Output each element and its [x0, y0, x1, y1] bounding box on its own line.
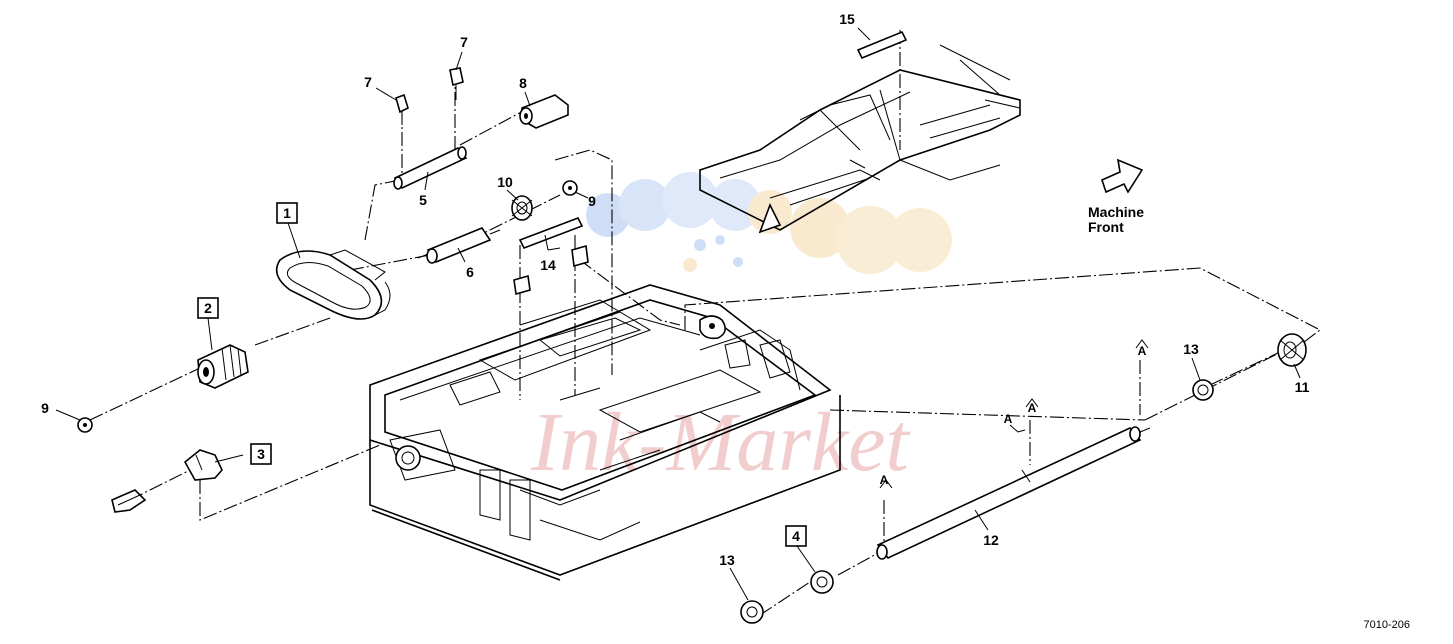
callout-leaders [55, 27, 1301, 601]
clip-part-9a [77, 417, 93, 433]
callout-a-3: A [1028, 401, 1037, 415]
callout-a-1: A [880, 473, 889, 487]
roller-part-12 [876, 426, 1151, 560]
watermark-text: Ink-Market [530, 396, 911, 489]
shaft-part-14 [513, 216, 589, 296]
callout-14: 14 [540, 257, 556, 273]
callout-a-4: A [1138, 344, 1147, 358]
bushing-part-13b [1192, 379, 1214, 401]
callout-7a: 7 [364, 74, 372, 90]
callout-9b: 9 [588, 193, 596, 209]
bearing-part-8 [519, 94, 569, 129]
figure-reference: 7010-206 [1364, 619, 1411, 631]
pulley-part-2 [197, 344, 249, 389]
callout-2: 2 [204, 300, 212, 316]
boxed-callouts [197, 202, 807, 547]
machine-front-line2: Front [1088, 219, 1124, 235]
machine-front-indicator: Machine Front [1088, 158, 1144, 235]
gear-part-10 [511, 195, 533, 221]
roller-part-6 [417, 227, 501, 264]
callout-12: 12 [983, 532, 999, 548]
callout-labels: 1 2 3 4 5 6 7 7 8 9 9 10 11 12 13 13 14 … [41, 11, 1310, 568]
chassis-frame [369, 284, 841, 581]
clip-part-9b [562, 180, 578, 196]
callout-3: 3 [257, 446, 265, 462]
callout-9a: 9 [41, 400, 49, 416]
bushing-part-4 [810, 570, 834, 594]
direction-arrow-icon [1101, 158, 1144, 194]
shaft-part-5 [393, 146, 468, 190]
callout-10: 10 [497, 174, 513, 190]
callout-6: 6 [466, 264, 474, 280]
parts [77, 30, 1307, 624]
callout-a-2: A [1004, 412, 1013, 426]
callout-5: 5 [419, 192, 427, 208]
upper-tray [699, 44, 1021, 234]
callout-11: 11 [1295, 379, 1310, 395]
callout-8: 8 [519, 75, 527, 91]
belt-part-1 [275, 249, 391, 320]
callout-7b: 7 [460, 34, 468, 50]
watermark: Ink-Market [530, 172, 952, 489]
bushing-part-13a [740, 600, 764, 624]
screw-part-7b [449, 67, 464, 100]
callout-4: 4 [792, 528, 800, 544]
pin-part-15 [856, 30, 908, 60]
machine-front-line1: Machine [1088, 204, 1144, 220]
callout-15: 15 [839, 11, 855, 27]
gear-part-11 [1277, 333, 1307, 367]
callout-13b: 13 [1183, 341, 1199, 357]
callout-1: 1 [283, 205, 291, 221]
screw-part-7a [395, 93, 409, 125]
bracket-part-3 [111, 449, 223, 513]
callout-13a: 13 [719, 552, 735, 568]
